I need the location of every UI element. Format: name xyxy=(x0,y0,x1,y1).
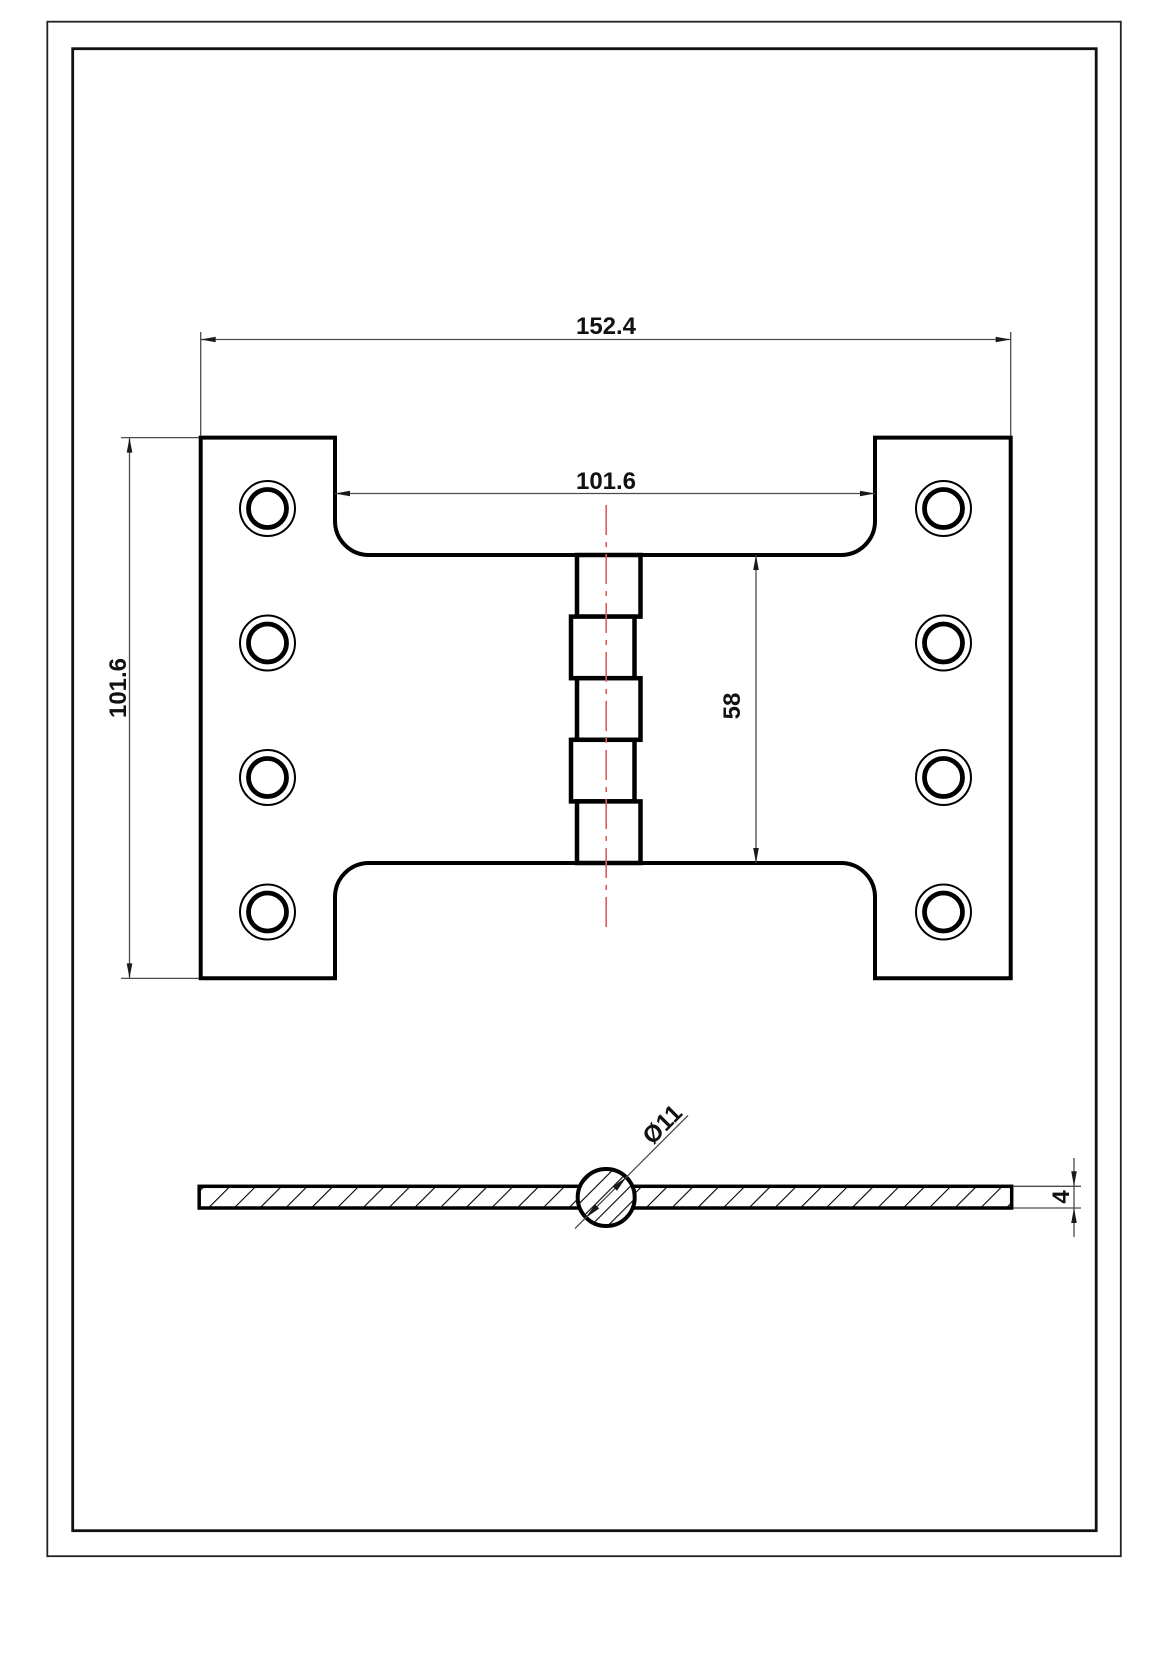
knuckle-segment xyxy=(568,737,637,804)
screw-hole xyxy=(239,883,296,941)
dimension-label: 58 xyxy=(719,693,746,720)
arrowhead xyxy=(126,437,133,453)
arrowhead xyxy=(126,963,133,979)
screw-hole xyxy=(915,883,972,941)
outer-border xyxy=(46,20,1122,1558)
dim-inner-width: 101.6 xyxy=(335,468,875,497)
knuckle-segment xyxy=(568,614,637,681)
screw-hole xyxy=(915,614,972,672)
arrowhead xyxy=(1071,1171,1077,1187)
plan-view: 152.4 101.6 101.6 58 xyxy=(105,313,1013,981)
arrowhead xyxy=(753,555,759,570)
knuckle-segment xyxy=(574,675,643,743)
dimension-label: 4 xyxy=(1048,1190,1075,1204)
dim-overall-width: 152.4 xyxy=(200,313,1012,436)
dim-knuckle-length: 58 xyxy=(719,555,759,863)
section-view: Ø11 4 xyxy=(197,1100,1081,1237)
arrowhead xyxy=(335,490,350,497)
screw-hole xyxy=(239,480,296,537)
dim-thickness: 4 xyxy=(1013,1158,1081,1237)
arrowhead xyxy=(860,490,875,497)
arrowhead xyxy=(200,336,216,343)
arrowhead xyxy=(585,1204,600,1218)
arrowhead xyxy=(612,1177,627,1191)
screw-hole xyxy=(239,614,296,672)
screw-hole xyxy=(915,749,972,806)
dimension-label: Ø11 xyxy=(638,1100,688,1150)
dimension-label: 101.6 xyxy=(105,658,132,718)
screw-hole xyxy=(915,480,972,537)
inner-border xyxy=(71,47,1098,1533)
arrowhead xyxy=(753,848,759,863)
arrowhead xyxy=(995,336,1011,343)
dimension-label: 152.4 xyxy=(576,313,637,340)
screw-holes-left xyxy=(239,480,296,941)
screw-holes-right xyxy=(915,480,972,941)
dimension-label: 101.6 xyxy=(576,468,636,495)
screw-hole xyxy=(239,749,296,806)
arrowhead xyxy=(1071,1208,1077,1223)
knuckle xyxy=(568,552,643,866)
knuckle-segment xyxy=(574,799,643,866)
dim-height: 101.6 xyxy=(105,436,199,980)
knuckle-segment xyxy=(574,552,643,619)
